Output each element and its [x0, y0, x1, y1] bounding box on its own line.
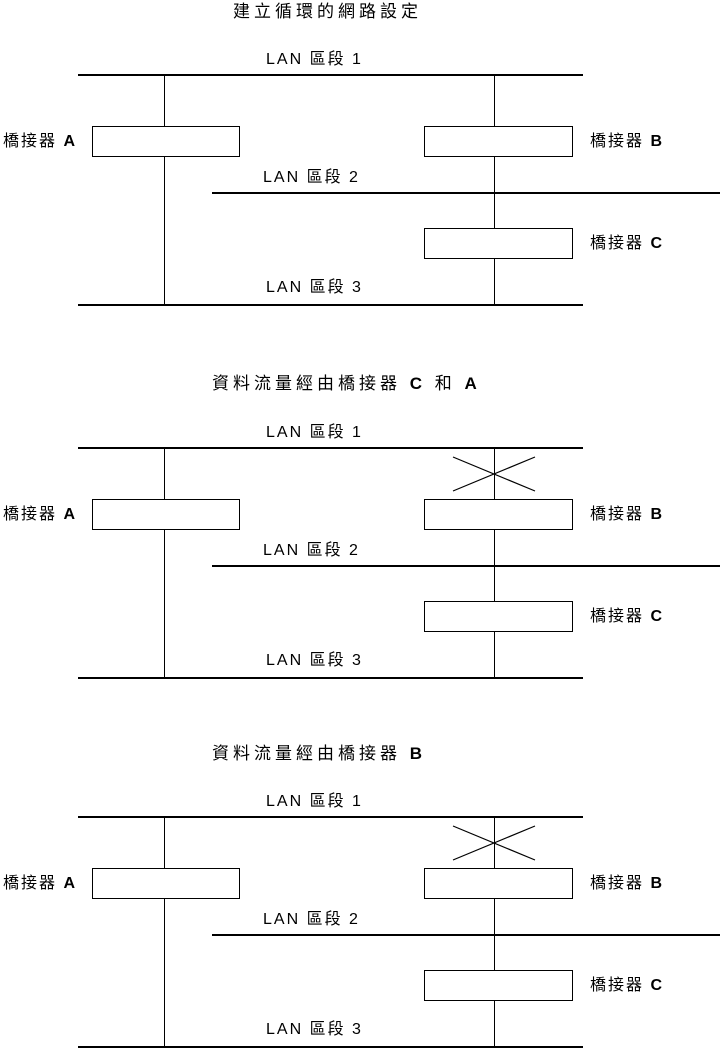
bridge-b-label-text: 橋接器	[590, 133, 651, 150]
bridge-a-label-text: 橋接器	[3, 506, 64, 523]
bridge-b-label: 橋接器 B	[590, 506, 664, 524]
blocked-link-x-icon	[452, 825, 536, 861]
lan-segment-3-label: LAN 區段 3	[266, 279, 363, 296]
diagram-traffic-via-b: 資料流量經由橋接器 B LAN 區段 1 橋接器 A 橋接器 B LAN 區段 …	[0, 742, 720, 1050]
bridge-c-downlink-line	[494, 259, 495, 305]
bridge-b-label: 橋接器 B	[590, 875, 664, 893]
bridge-a-uplink-line	[164, 818, 165, 868]
bridge-a-label: 橋接器 A	[3, 506, 77, 524]
bridge-a-uplink-line	[164, 449, 165, 499]
bridge-a-uplink-line	[164, 76, 165, 126]
title-text: 和	[426, 374, 465, 393]
lan-segment-3-line	[78, 677, 583, 679]
title-text: 資料流量經由橋接器	[212, 374, 410, 393]
bridge-a-box	[92, 499, 240, 530]
bridge-a-label-text: 橋接器	[3, 133, 64, 150]
bridge-c-letter: C	[650, 235, 665, 252]
bridge-c-label: 橋接器 C	[590, 235, 664, 253]
bridge-a-letter: A	[63, 506, 78, 523]
lan-segment-1-label: LAN 區段 1	[266, 424, 363, 441]
bridge-b-label-text: 橋接器	[590, 506, 651, 523]
diagram-title: 資料流量經由橋接器 C 和 A	[212, 374, 481, 394]
title-text: 資料流量經由橋接器	[212, 744, 410, 763]
diagram-title: 資料流量經由橋接器 B	[212, 744, 427, 764]
lan-segment-2-label: LAN 區段 2	[263, 911, 360, 928]
lan-segment-2-line	[212, 192, 720, 194]
lan-segment-1-line	[78, 447, 583, 449]
bridge-a-box	[92, 868, 240, 899]
bridge-b-box	[424, 868, 573, 899]
bridge-c-label: 橋接器 C	[590, 608, 664, 626]
lan-segment-2-label: LAN 區段 2	[263, 169, 360, 186]
lan-segment-2-line	[212, 565, 720, 567]
bridge-b-letter: B	[650, 506, 665, 523]
diagram-traffic-via-c-and-a: 資料流量經由橋接器 C 和 A LAN 區段 1 橋接器 A 橋接器 B LAN…	[0, 373, 720, 742]
bridge-a-box	[92, 126, 240, 157]
bridge-b-box	[424, 499, 573, 530]
bridge-c-letter: C	[650, 608, 665, 625]
bridge-a-label: 橋接器 A	[3, 875, 77, 893]
diagram-title: 建立循環的網路設定	[233, 2, 422, 22]
bridge-b-label: 橋接器 B	[590, 133, 664, 151]
bridge-c-label: 橋接器 C	[590, 977, 664, 995]
bridge-c-letter: C	[650, 977, 665, 994]
title-bridge-letter: A	[464, 374, 481, 393]
title-bridge-letter: C	[409, 374, 427, 393]
blocked-link-x-icon	[452, 456, 536, 492]
title-bridge-letter: B	[409, 744, 427, 763]
lan-segment-3-line	[78, 1046, 583, 1048]
bridge-a-letter: A	[63, 133, 78, 150]
bridge-c-label-text: 橋接器	[590, 608, 651, 625]
lan-segment-2-label: LAN 區段 2	[263, 542, 360, 559]
lan-segment-3-label: LAN 區段 3	[266, 1021, 363, 1038]
bridge-c-box	[424, 970, 573, 1001]
bridge-b-uplink-line	[494, 76, 495, 126]
bridge-a-label: 橋接器 A	[3, 133, 77, 151]
bridge-a-downlink-line	[164, 157, 165, 305]
lan-segment-2-line	[212, 934, 720, 936]
diagram-loop-setup: 建立循環的網路設定 LAN 區段 1 橋接器 A 橋接器 B LAN 區段 2 …	[0, 0, 720, 373]
bridge-c-label-text: 橋接器	[590, 235, 651, 252]
bridge-a-letter: A	[63, 875, 78, 892]
bridge-b-letter: B	[650, 133, 665, 150]
lan-segment-1-label: LAN 區段 1	[266, 51, 363, 68]
lan-segment-3-line	[78, 304, 583, 306]
title-text: 建立循環的網路設定	[233, 2, 422, 21]
lan-segment-1-label: LAN 區段 1	[266, 793, 363, 810]
bridge-c-downlink-line	[494, 1001, 495, 1047]
bridge-a-downlink-line	[164, 530, 165, 678]
bridge-b-letter: B	[650, 875, 665, 892]
lan-segment-3-label: LAN 區段 3	[266, 652, 363, 669]
bridge-a-downlink-line	[164, 899, 165, 1047]
bridge-c-downlink-line	[494, 632, 495, 678]
bridge-c-box	[424, 601, 573, 632]
bridge-c-box	[424, 228, 573, 259]
bridge-c-label-text: 橋接器	[590, 977, 651, 994]
lan-segment-1-line	[78, 816, 583, 818]
bridge-b-box	[424, 126, 573, 157]
lan-segment-1-line	[78, 74, 583, 76]
bridge-b-label-text: 橋接器	[590, 875, 651, 892]
bridge-a-label-text: 橋接器	[3, 875, 64, 892]
